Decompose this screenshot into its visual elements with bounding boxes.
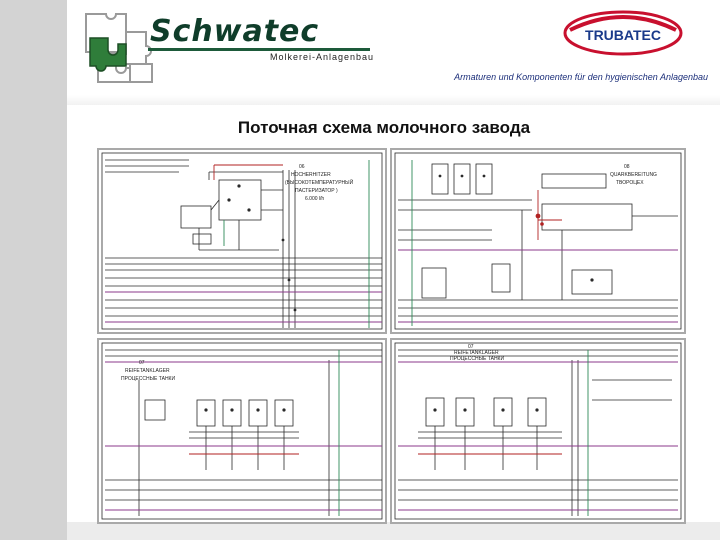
reifetank-left-schematic bbox=[101, 342, 383, 520]
slide-title: Поточная схема молочного завода bbox=[237, 118, 531, 137]
panel-title-line: ПРОЦЕССНЫЕ ТАНКИ bbox=[450, 356, 505, 362]
panel-number: 06 bbox=[299, 164, 305, 170]
trubatec-logo: TRUBATEC bbox=[562, 10, 684, 56]
brand-tagline: Armaturen und Komponenten für den hygien… bbox=[454, 72, 708, 82]
brand-name: Schwatec bbox=[150, 14, 320, 49]
puzzle-icon bbox=[85, 13, 153, 83]
schwatec-logo: Schwatec Molkerei-Anlagenbau bbox=[78, 8, 378, 88]
panel-title-line: REIFETANKLAGER bbox=[454, 350, 499, 356]
schematic-panel-reifetank-right: 07 REIFETANKLAGER ПРОЦЕССНЫЕ ТАНКИ bbox=[390, 338, 686, 524]
panel-number: 08 bbox=[624, 164, 630, 170]
pasteurizer-schematic bbox=[101, 152, 383, 330]
footer-band bbox=[67, 522, 720, 540]
panel-title-line: ПАСТЕРИЗАТОР ) bbox=[295, 188, 338, 194]
trubatec-wordmark: TRUBATEC bbox=[585, 27, 661, 43]
quark-schematic bbox=[394, 152, 682, 330]
panel-number: 07 bbox=[139, 360, 145, 366]
schematic-panel-pasteurizer: 06 HOCHERHITZER (ВЫСОКОТЕМПЕРАТУРНЫЙ ПАС… bbox=[97, 148, 387, 334]
schematic-panel-reifetank-left: 07 REIFETANKLAGER ПРОЦЕССНЫЕ ТАНКИ bbox=[97, 338, 387, 524]
panel-title-line: REIFETANKLAGER bbox=[125, 368, 170, 374]
panel-title-line: ПРОЦЕССНЫЕ ТАНКИ bbox=[121, 376, 176, 382]
panel-title-line: (ВЫСОКОТЕМПЕРАТУРНЫЙ bbox=[285, 180, 354, 186]
reifetank-right-schematic bbox=[394, 342, 682, 520]
brand-subtitle: Molkerei-Anlagenbau bbox=[270, 52, 375, 62]
left-gray-band bbox=[0, 0, 67, 540]
trubatec-emblem: TRUBATEC bbox=[563, 10, 683, 56]
panel-title-line: HOCHERHITZER bbox=[291, 172, 331, 178]
header-shadow bbox=[67, 95, 720, 105]
panel-title-line: 6.000 l/h bbox=[305, 196, 325, 202]
panel-number: 07 bbox=[468, 344, 474, 350]
panel-title-line: ТВОРОЦЕХ bbox=[616, 180, 644, 186]
schematic-panel-quark: 08 QUARKBEREITUNG ТВОРОЦЕХ bbox=[390, 148, 686, 334]
panel-title-line: QUARKBEREITUNG bbox=[610, 172, 657, 178]
brand-underline bbox=[148, 48, 370, 51]
